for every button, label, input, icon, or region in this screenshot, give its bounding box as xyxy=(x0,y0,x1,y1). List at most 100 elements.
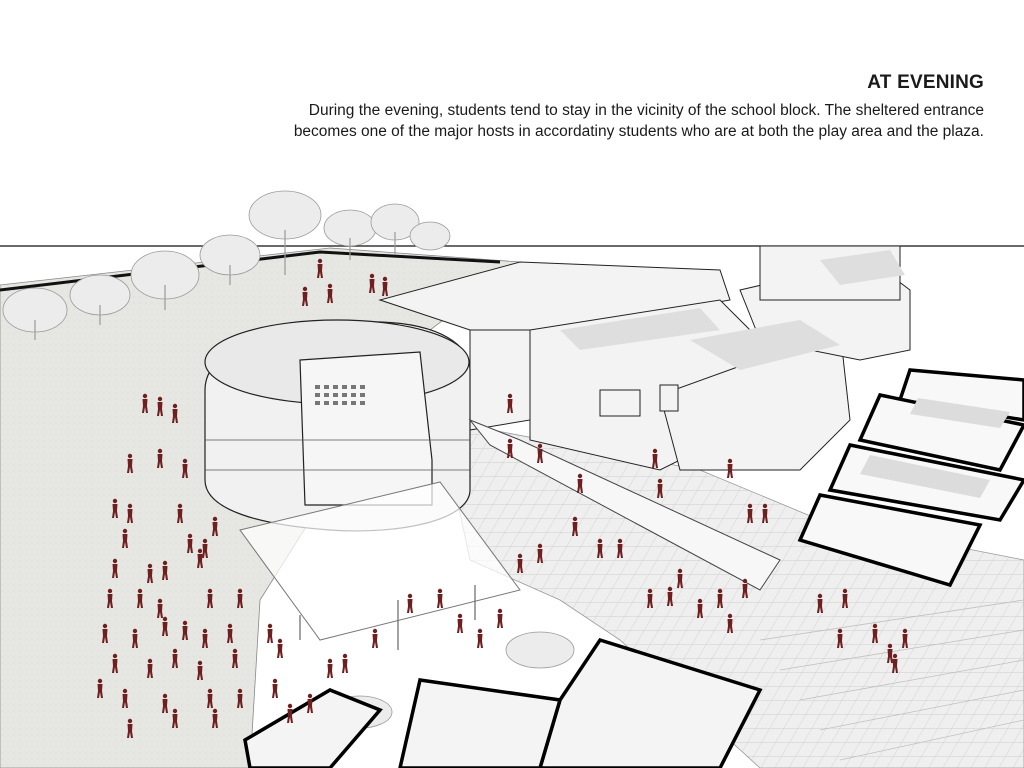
student-figure xyxy=(677,568,683,588)
student-figure xyxy=(537,543,543,563)
student-figure xyxy=(277,638,283,658)
caption-title: AT EVENING xyxy=(867,72,984,93)
student-figure xyxy=(162,693,168,713)
student-figure xyxy=(237,588,243,608)
student-figure xyxy=(507,438,513,458)
student-figure xyxy=(102,623,108,643)
canopy-columns xyxy=(299,585,476,650)
student-figure xyxy=(157,448,163,468)
student-figure xyxy=(477,628,483,648)
student-figure xyxy=(147,563,153,583)
student-figure xyxy=(127,453,133,473)
student-figure xyxy=(157,396,163,416)
student-figure xyxy=(97,678,103,698)
student-figure xyxy=(307,693,313,713)
student-figure xyxy=(287,703,293,723)
student-figure xyxy=(122,688,128,708)
student-figure xyxy=(177,503,183,523)
student-figure xyxy=(207,588,213,608)
student-figure xyxy=(572,516,578,536)
student-figure xyxy=(507,393,513,413)
student-figure xyxy=(817,593,823,613)
student-figure xyxy=(182,620,188,640)
student-figure xyxy=(647,588,653,608)
student-figure xyxy=(892,653,898,673)
lower-grid-lines xyxy=(759,599,1024,761)
student-figure xyxy=(272,678,278,698)
student-figure xyxy=(182,458,188,478)
student-figure xyxy=(162,616,168,636)
student-figure xyxy=(187,533,193,553)
student-figure xyxy=(902,628,908,648)
plaza-paving xyxy=(439,419,1024,768)
student-figure xyxy=(112,653,118,673)
student-figure xyxy=(717,588,723,608)
student-figure xyxy=(497,608,503,628)
student-figure xyxy=(327,658,333,678)
student-figure xyxy=(887,643,893,663)
student-figure xyxy=(652,448,658,468)
cylinder-window-grid xyxy=(315,385,365,405)
student-figure xyxy=(437,588,443,608)
student-figure xyxy=(197,660,203,680)
student-figure xyxy=(212,708,218,728)
student-figures xyxy=(97,258,908,738)
student-figure xyxy=(147,658,153,678)
student-figure xyxy=(172,403,178,423)
student-figure xyxy=(327,283,333,303)
student-figure xyxy=(162,560,168,580)
student-figure xyxy=(237,688,243,708)
caption-block: AT EVENING During the evening, students … xyxy=(264,72,984,142)
student-figure xyxy=(127,503,133,523)
student-figure xyxy=(617,538,623,558)
tree-trunks xyxy=(34,230,396,340)
student-figure xyxy=(267,623,273,643)
student-figure xyxy=(667,586,673,606)
student-figure xyxy=(597,538,603,558)
student-figure xyxy=(127,718,133,738)
roof-shading xyxy=(560,250,905,370)
classroom-roof-fills xyxy=(860,398,1010,498)
student-figure xyxy=(697,598,703,618)
student-figure xyxy=(202,628,208,648)
student-figure xyxy=(317,258,323,278)
student-figure xyxy=(202,538,208,558)
student-figure xyxy=(369,273,375,293)
student-figure xyxy=(197,548,203,568)
student-figure xyxy=(842,588,848,608)
student-figure xyxy=(372,628,378,648)
student-figure xyxy=(837,628,843,648)
student-figure xyxy=(212,516,218,536)
student-figure xyxy=(172,648,178,668)
student-figure xyxy=(107,588,113,608)
student-figure xyxy=(132,628,138,648)
student-figure xyxy=(382,276,388,296)
student-figure xyxy=(207,688,213,708)
student-figure xyxy=(762,503,768,523)
lower-courtyard xyxy=(243,637,763,768)
student-figure xyxy=(342,653,348,673)
student-figure xyxy=(657,478,663,498)
student-figure xyxy=(172,708,178,728)
student-figure xyxy=(142,393,148,413)
student-figure xyxy=(517,553,523,573)
student-figure xyxy=(727,458,733,478)
tree-row xyxy=(2,190,575,729)
student-figure xyxy=(112,498,118,518)
cylinder-hall xyxy=(204,319,471,532)
student-figure xyxy=(407,593,413,613)
student-figure xyxy=(112,558,118,578)
sheltered-entrance-canopy xyxy=(239,481,521,641)
student-figure xyxy=(727,613,733,633)
student-figure xyxy=(537,443,543,463)
student-figure xyxy=(227,623,233,643)
caption-body: During the evening, students tend to sta… xyxy=(293,102,984,140)
student-figure xyxy=(137,588,143,608)
student-figure xyxy=(122,528,128,548)
student-figure xyxy=(457,613,463,633)
student-figure xyxy=(302,286,308,306)
student-figure xyxy=(747,503,753,523)
student-figure xyxy=(742,578,748,598)
student-figure xyxy=(872,623,878,643)
